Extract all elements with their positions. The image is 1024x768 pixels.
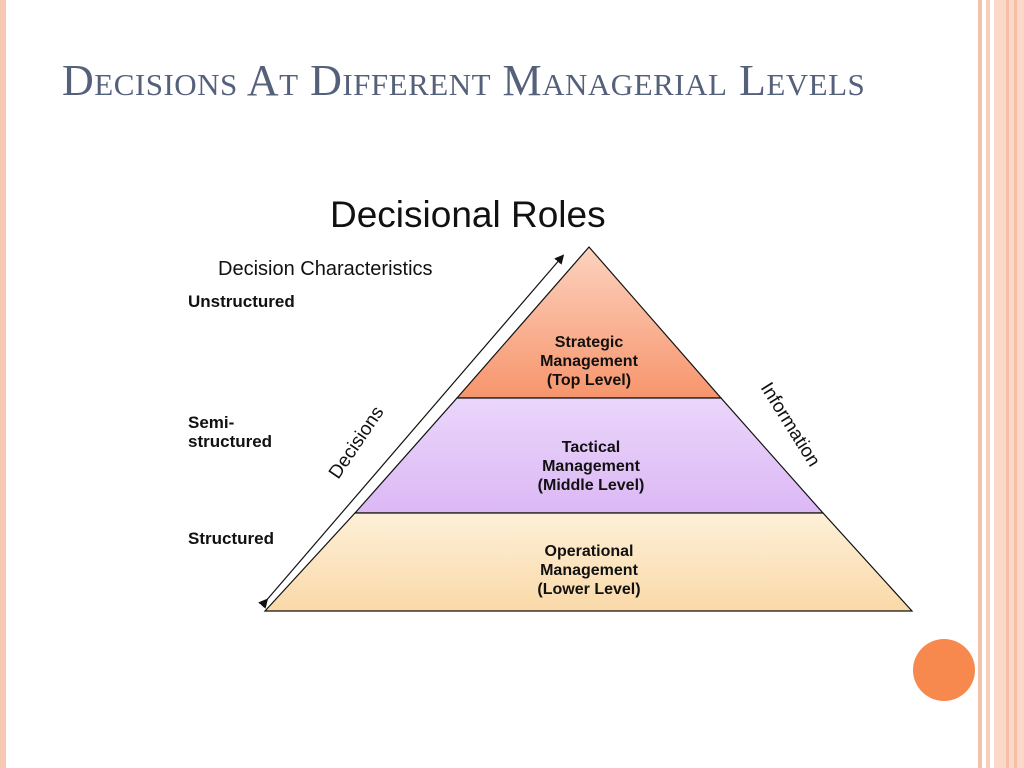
diagram-title: Decisional Roles <box>330 194 606 235</box>
level-structured-label: Structured <box>188 529 274 548</box>
accent-circle <box>913 639 975 701</box>
tier-middle-label: Tactical Management (Middle Level) <box>537 439 645 494</box>
right-stripe-1 <box>978 0 982 768</box>
right-stripe-2 <box>986 0 990 768</box>
right-stripe-3 <box>1006 0 1009 768</box>
tier-top-label: Strategic Management (Top Level) <box>540 334 638 389</box>
decisions-arrow <box>258 254 565 609</box>
tier-lower-label: Operational Management (Lower Level) <box>537 543 641 598</box>
level-semi-structured-label: Semi- structured <box>188 413 273 451</box>
right-stripe-4 <box>1014 0 1017 768</box>
slide-title: Decisions At Different Managerial Levels <box>62 56 866 105</box>
left-border-stripe <box>0 0 6 768</box>
